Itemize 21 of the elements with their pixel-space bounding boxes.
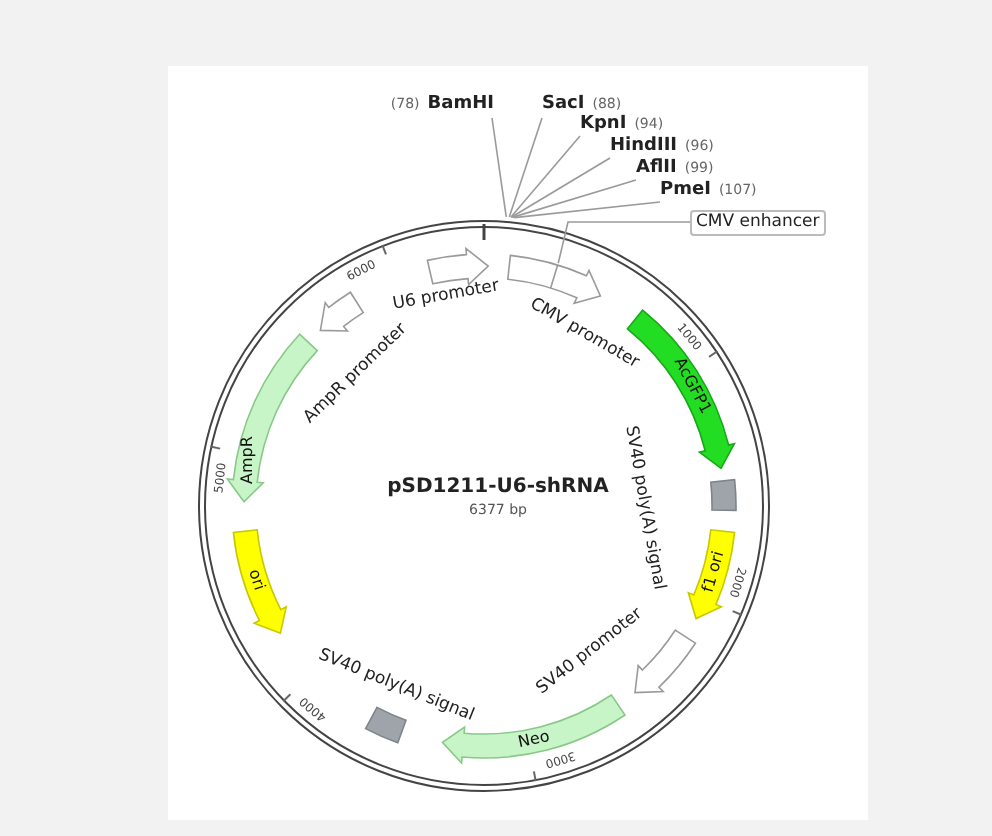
site-name: KpnI	[580, 116, 627, 134]
leader-line	[510, 157, 611, 219]
feature-name: ori	[244, 567, 267, 593]
feature-label: SV40 poly(A) signal	[621, 425, 667, 592]
site-name: SacI	[542, 96, 585, 114]
feature-name: AmpR	[240, 436, 257, 485]
site-name: PmeI	[660, 182, 711, 200]
feature-name: f1 ori	[701, 549, 729, 595]
leader-line	[511, 179, 637, 219]
feature-label-box: CMV enhancer	[690, 210, 826, 236]
site-name: BamHI	[427, 96, 494, 114]
site-name: HindIII	[610, 138, 678, 156]
feature-label: U6 promoter	[392, 277, 502, 313]
leader-line	[491, 117, 508, 218]
leader-line	[557, 221, 691, 264]
plasmid-name: pSD1211-U6-shRNA	[387, 476, 609, 502]
leader-line	[510, 135, 581, 219]
leader-line	[513, 201, 661, 219]
site-name: AflII	[636, 160, 677, 178]
feature-name: Neo	[516, 729, 551, 752]
leader-line	[508, 117, 543, 218]
